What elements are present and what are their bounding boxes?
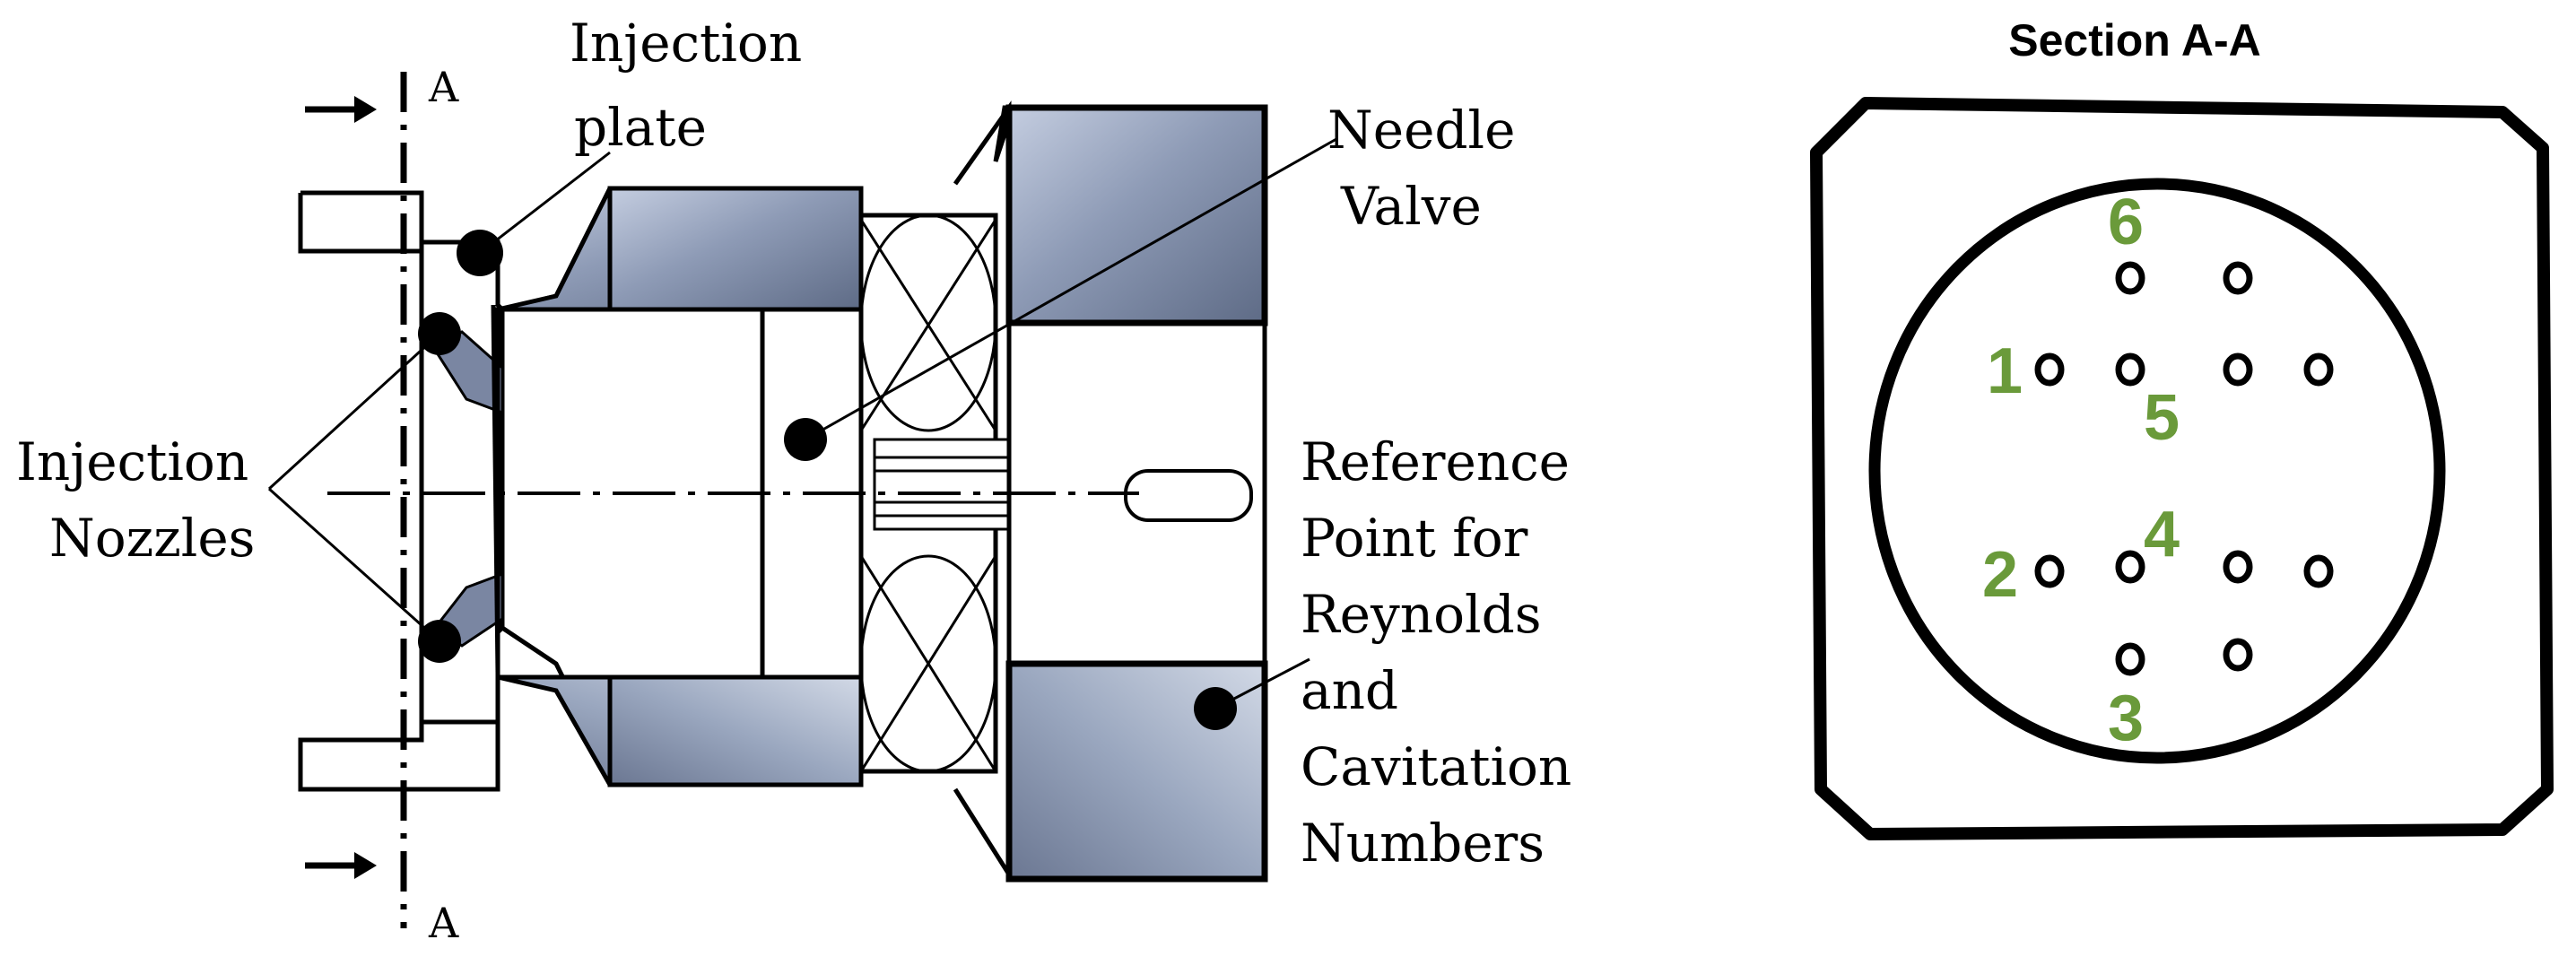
label-injection-nozzles-line1: Injection bbox=[16, 431, 248, 492]
label-reference-line5: Cavitation bbox=[1301, 736, 1571, 797]
label-needle-valve-line1: Needle bbox=[1327, 100, 1515, 161]
injector-cross-section bbox=[298, 72, 1268, 928]
label-injection-plate-line2: plate bbox=[574, 97, 707, 158]
nozzle-hole bbox=[2223, 550, 2253, 584]
hole-label-3: 3 bbox=[2108, 683, 2144, 754]
nozzle-hole bbox=[2115, 261, 2145, 295]
label-reference-line6: Numbers bbox=[1301, 813, 1545, 874]
hole-label-5: 5 bbox=[2144, 382, 2180, 454]
nozzle-hole bbox=[2034, 352, 2065, 387]
label-reference-line2: Point for bbox=[1301, 508, 1528, 569]
label-reference-line1: Reference bbox=[1301, 431, 1570, 492]
hole-label-2: 2 bbox=[1982, 539, 2018, 611]
label-injection-nozzles-line2: Nozzles bbox=[49, 508, 255, 569]
section-title: Section A-A bbox=[2008, 15, 2261, 65]
leader-lines bbox=[267, 137, 1337, 710]
nozzle-holes bbox=[2034, 261, 2334, 676]
label-reference-line3: Reynolds bbox=[1301, 584, 1541, 645]
section-outline bbox=[1810, 97, 2554, 840]
label-injection-plate-line1: Injection bbox=[570, 13, 802, 74]
injection-plate-top-flange bbox=[298, 193, 422, 254]
nozzle-hole bbox=[2223, 638, 2253, 672]
outlet-stub bbox=[1124, 469, 1253, 522]
injection-plate-circle bbox=[1868, 178, 2446, 764]
section-label-top: A bbox=[428, 63, 459, 111]
nozzle-hole bbox=[2115, 352, 2145, 387]
section-arrow-top bbox=[305, 96, 377, 123]
housing-right-upper bbox=[1005, 104, 1268, 326]
label-needle-valve-line2: Valve bbox=[1340, 176, 1482, 237]
nozzle-hole bbox=[2303, 352, 2334, 387]
hole-label-6: 6 bbox=[2108, 187, 2144, 258]
nozzle-hole bbox=[2223, 261, 2253, 295]
label-reference-line4: and bbox=[1301, 660, 1398, 721]
injection-plate-bottom-flange bbox=[298, 722, 500, 792]
nozzle-hole bbox=[2303, 554, 2334, 588]
nozzle-hole bbox=[2115, 550, 2145, 584]
injection-plate-outline bbox=[298, 190, 505, 792]
section-view: Section A-A 1 2 3 4 5 6 bbox=[1810, 15, 2554, 840]
needle-stem bbox=[873, 438, 1011, 531]
section-label-bottom: A bbox=[428, 899, 459, 947]
section-arrow-bottom bbox=[305, 852, 377, 879]
nozzle-hole bbox=[2034, 554, 2065, 588]
nozzle-hole bbox=[2223, 352, 2253, 387]
hole-label-4: 4 bbox=[2144, 499, 2180, 570]
hole-label-1: 1 bbox=[1987, 335, 2023, 407]
nozzle-hole bbox=[2115, 642, 2145, 676]
